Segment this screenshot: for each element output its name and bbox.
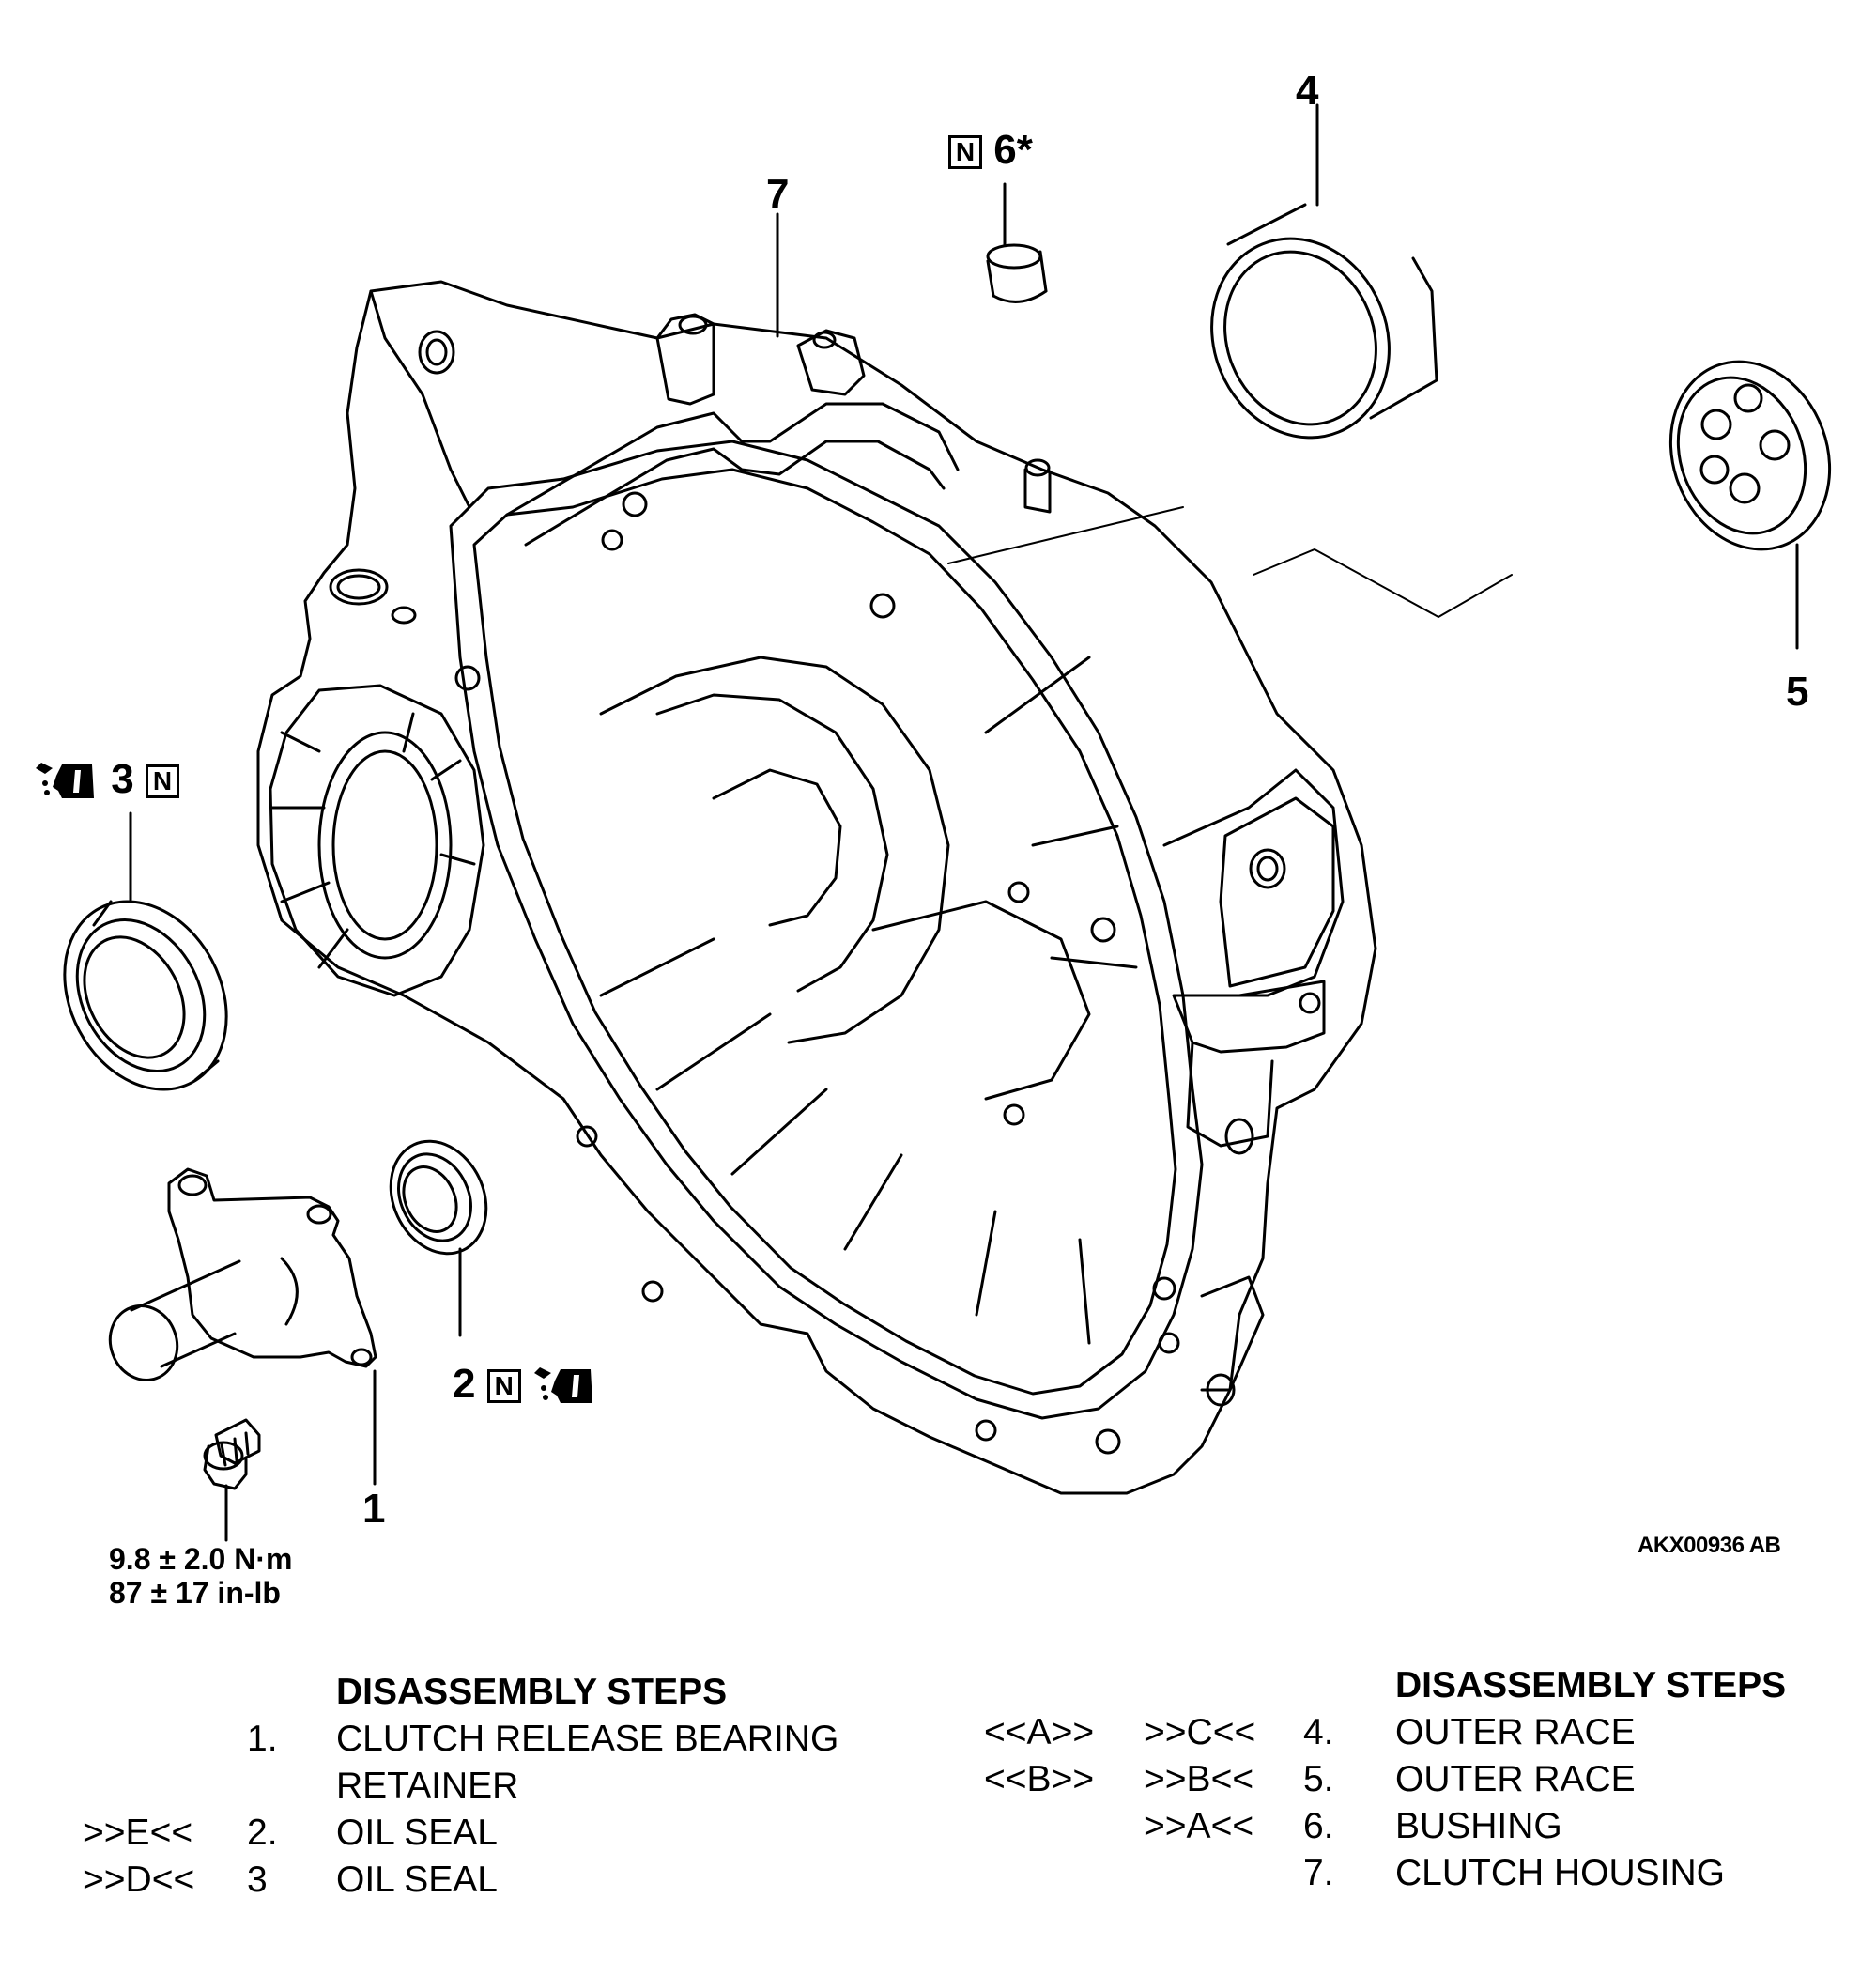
torque-metric: 9.8 ± 2.0 N·m <box>109 1542 293 1576</box>
axis-centerline <box>1253 548 1513 618</box>
steps-right-header: DISASSEMBLY STEPS <box>1395 1665 1787 1705</box>
step-row: >>A<< 6. BUSHING <box>1144 1806 1562 1846</box>
clutch-housing-drawing <box>256 280 1377 1495</box>
callout-6-label: N 6* <box>948 130 1033 171</box>
leader-hidden-line <box>947 506 1184 564</box>
callout-1: 1 <box>362 1486 386 1532</box>
callout-4: 4 <box>1296 68 1319 114</box>
outer-race-5-drawing <box>1668 360 1832 551</box>
oil-seal-2-drawing <box>389 1139 488 1256</box>
new-part-icon: N <box>486 1369 521 1404</box>
outer-race-4-drawing <box>1210 203 1438 440</box>
torque-imperial: 87 ± 17 in-lb <box>109 1576 281 1610</box>
callout-5: 5 <box>1786 669 1809 715</box>
steps-right: DISASSEMBLY STEPS <<A>> >>C<< 4. OUTER R… <box>984 1662 1829 1897</box>
bushing-drawing <box>986 243 1048 303</box>
new-part-icon: N <box>145 764 179 799</box>
oil-seal-3-drawing <box>63 900 228 1091</box>
step-row: >>D<< 3 OIL SEAL <box>83 1859 498 1900</box>
step-row: >>E<< 2. OIL SEAL <box>83 1813 498 1853</box>
new-part-icon: N <box>948 135 982 170</box>
callout-6: 6* <box>993 127 1033 173</box>
steps-left: DISASSEMBLY STEPS 1. CLUTCH RELEASE BEAR… <box>83 1669 909 1904</box>
step-row: 7. CLUTCH HOUSING <box>1303 1853 1726 1893</box>
torque-spec: 9.8 ± 2.0 N·m 87 ± 17 in-lb <box>109 1542 292 1610</box>
oil-can-icon <box>36 763 94 799</box>
oil-can-icon <box>533 1367 592 1404</box>
figure-code: AKX00936 AB <box>1638 1533 1781 1558</box>
callout-2: 2 <box>453 1361 476 1407</box>
step-row: 1. CLUTCH RELEASE BEARING <box>247 1719 839 1759</box>
step-row: <<B>> >>B<< 5. OUTER RACE <box>984 1759 1636 1799</box>
callout-3: 3 <box>111 756 134 802</box>
steps-left-header: DISASSEMBLY STEPS <box>336 1672 728 1712</box>
callout-7: 7 <box>766 171 790 217</box>
step-row: <<A>> >>C<< 4. OUTER RACE <box>984 1712 1636 1752</box>
step-row: RETAINER <box>336 1766 519 1806</box>
callout-3-label: 3 N <box>34 759 179 804</box>
callout-2-label: 2 N <box>453 1364 598 1409</box>
bearing-retainer-drawing <box>108 1167 377 1490</box>
